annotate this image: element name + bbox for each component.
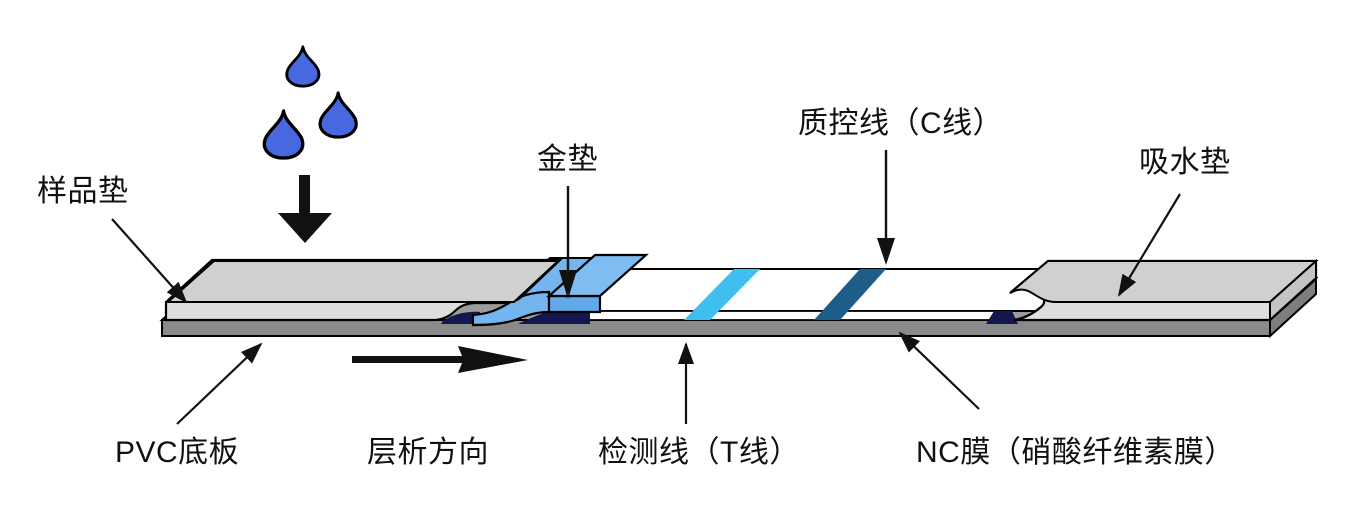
control-line-stripe [814,269,886,320]
pvc-backing-label: PVC底板 [115,436,240,469]
absorbent-pad-label: 吸水垫 [1139,146,1231,179]
shadow-wedge-right [986,311,1018,324]
test-line-stripe [684,269,760,320]
flow-direction-label: 层析方向 [367,436,489,469]
sample-pad-leader [111,218,188,304]
test-line-label: 检测线（T线） [598,436,800,469]
gold-pad-arrowhead-icon [559,270,577,299]
sample-pad-top [165,260,561,303]
droplet-icon [262,109,305,160]
nc-membrane-label: NC膜（硝酸纤维素膜） [916,436,1235,469]
pvc-backing-front [161,319,1271,337]
droplet-icon [318,91,358,139]
absorbent-pad-leader [1117,193,1181,297]
gold-pad-tongue [471,290,551,327]
control-line-arrowhead-icon [877,238,895,265]
sample-pad-label: 样品垫 [37,175,129,208]
gold-pad-top [546,253,649,298]
gold-pad-front [547,294,602,314]
droplet-icon [285,45,321,88]
sample-droplets [262,45,358,160]
pvc-backing-leader [176,342,263,425]
nc-membrane-front [557,310,1001,321]
gold-pad-label: 金垫 [537,143,598,176]
flow-direction-arrow-icon [352,346,528,373]
absorbent-pad-top [1009,260,1319,303]
nc-membrane-leader [898,331,980,410]
drop-arrow-icon [278,175,332,243]
absorbent-pad-end [1269,258,1317,323]
shadow-wedge-middle [518,311,590,324]
control-line-label: 质控线（C线） [798,107,1004,140]
shadow-wedge-left [441,311,480,324]
